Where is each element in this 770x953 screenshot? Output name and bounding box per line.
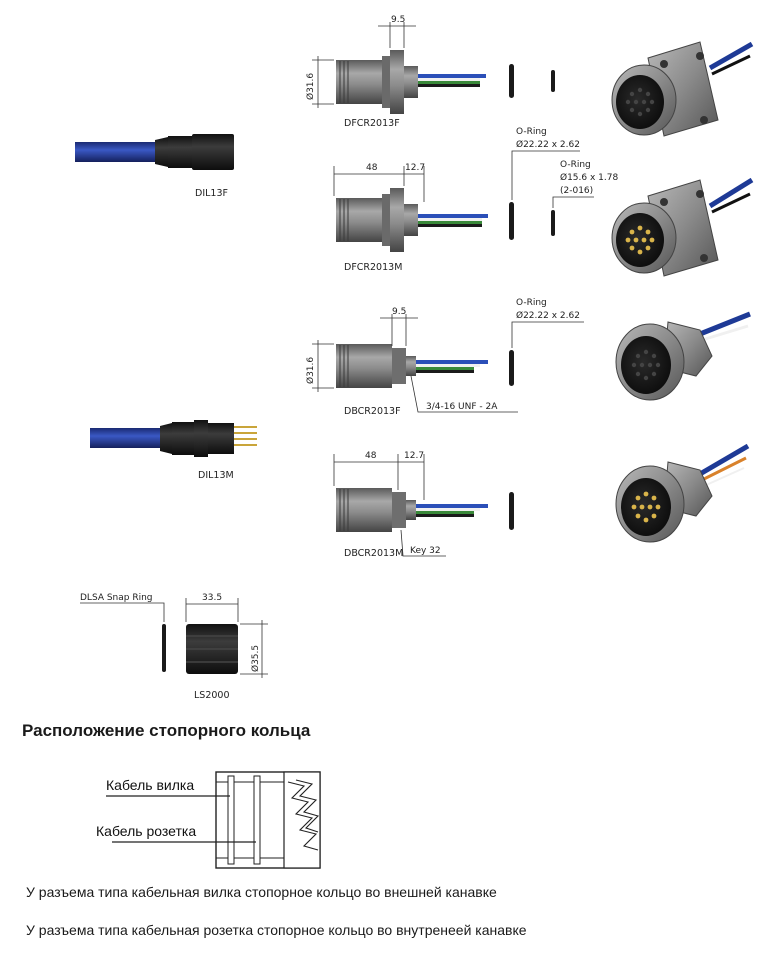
oring3-title: O-Ring <box>516 298 547 308</box>
oring2-code: (2-016) <box>560 186 593 196</box>
dfcr2013m-label: DFCR2013M <box>344 262 402 273</box>
dim-31-6-a: Ø31.6 <box>305 73 316 100</box>
ls2000-sleeve: DLSA Snap Ring 33.5 Ø35.5 LS2000 <box>80 593 268 701</box>
ls2000-label: LS2000 <box>194 690 230 701</box>
label-cable-plug: Кабель вилка <box>106 777 194 793</box>
dbcr2013m-label: DBCR2013M <box>344 548 403 559</box>
dim-31-6-b: Ø31.6 <box>305 357 316 384</box>
dil13f-label: DIL13F <box>195 188 228 199</box>
oring1-title: O-Ring <box>516 127 547 137</box>
oring-callouts: O-Ring Ø22.22 x 2.62 O-Ring Ø15.6 x 1.78… <box>511 127 618 348</box>
note-plug: У разъема типа кабельная вилка стопорное… <box>26 884 497 900</box>
dlsa-label: DLSA Snap Ring <box>80 593 153 603</box>
note-socket: У разъема типа кабельная розетка стопорн… <box>26 922 527 938</box>
dfcr2013f-label: DFCR2013F <box>344 118 400 129</box>
dim-48-b: 48 <box>365 451 377 461</box>
key-callout: Key 32 <box>410 546 441 556</box>
dim-12-7-b: 12.7 <box>404 451 424 461</box>
render-dbcr2013f <box>615 311 751 401</box>
dbcr2013f-label: DBCR2013F <box>344 406 401 417</box>
render-dfcr2013f <box>611 41 754 137</box>
dlsa-snap-ring <box>162 624 166 672</box>
dim-12-7-a: 12.7 <box>405 163 425 173</box>
dim-9-5-a: 9.5 <box>391 15 405 25</box>
oring3-size: Ø22.22 x 2.62 <box>516 310 580 321</box>
thread-callout: 3/4-16 UNF - 2A <box>426 402 498 412</box>
retaining-ring-diagram: Кабель вилка Кабель розетка <box>96 771 321 869</box>
oring1-size: Ø22.22 x 2.62 <box>516 139 580 150</box>
dim-35-5: Ø35.5 <box>250 645 261 672</box>
dbcr2013m-connector: DBCR2013M 48 12.7 Key 32 <box>333 451 488 559</box>
label-cable-socket: Кабель розетка <box>96 823 196 839</box>
dim-48-a: 48 <box>366 163 378 173</box>
dfcr2013f-connector: DFCR2013F 9.5 Ø31.6 <box>305 15 486 129</box>
render-dbcr2013m <box>615 443 750 543</box>
dfcr2013m-connector: DFCR2013M 48 12.7 <box>333 163 488 273</box>
o-rings <box>509 64 555 530</box>
dil13m-connector: DIL13M <box>90 420 257 481</box>
dil13m-label: DIL13M <box>198 470 234 481</box>
dim-33-5: 33.5 <box>202 593 222 603</box>
dil13f-connector: DIL13F <box>75 134 234 199</box>
dim-9-5-b: 9.5 <box>392 307 406 317</box>
oring2-title: O-Ring <box>560 160 591 170</box>
render-dfcr2013m <box>611 177 754 277</box>
section-heading: Расположение стопорного кольца <box>22 721 311 740</box>
dbcr2013f-connector: DBCR2013F 9.5 Ø31.6 3/4-16 UNF - 2A <box>305 307 518 417</box>
oring2-size: Ø15.6 x 1.78 <box>560 172 618 183</box>
